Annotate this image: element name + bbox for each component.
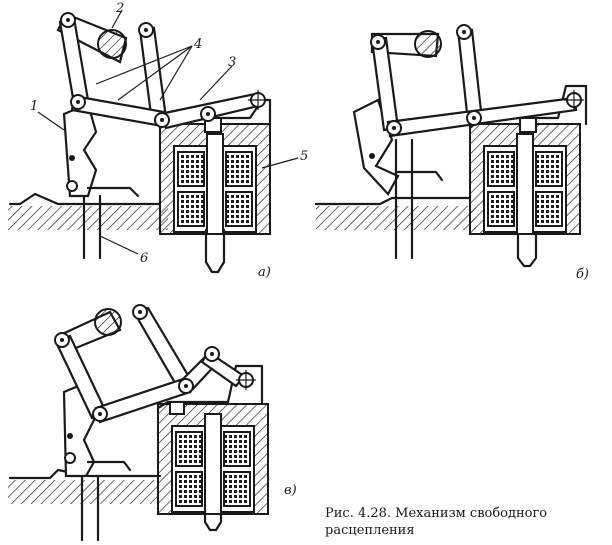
base-left-a <box>8 192 162 206</box>
electromagnet-a <box>159 123 271 235</box>
right-vertical-link-b <box>456 28 484 124</box>
shaft-6-b <box>394 138 414 260</box>
panel-label-c: в) <box>284 483 297 498</box>
shaft-6-c <box>80 474 100 542</box>
panel-c: в) <box>8 304 297 542</box>
latch-b <box>394 170 444 182</box>
base-left-b <box>314 196 472 206</box>
label-1: 1 <box>30 99 38 114</box>
label-5: 5 <box>300 149 308 164</box>
base-left-c <box>8 468 162 480</box>
electromagnet-b <box>469 123 581 235</box>
bolt-head-b <box>519 117 537 133</box>
caption-line-2: расцепления <box>325 523 415 538</box>
eccentric-2-b <box>414 30 442 58</box>
armature-plunger-c <box>203 508 223 532</box>
label-4: 4 <box>193 37 202 52</box>
label-6: 6 <box>140 251 148 266</box>
figure-caption: Рис. 4.28. Механизм свободного расцеплен… <box>325 505 610 539</box>
panel-b: б) <box>314 24 589 282</box>
shaft-6-a <box>82 194 102 260</box>
armature-plunger-b <box>516 232 538 268</box>
electromagnet-c <box>157 403 269 515</box>
eccentric-2-a <box>97 29 127 59</box>
caption-line-1: Рис. 4.28. Механизм свободного <box>325 506 548 521</box>
base-hatch-a <box>8 206 168 230</box>
label-3: 3 <box>228 55 236 70</box>
pin-a1 <box>69 155 75 161</box>
panel-a: 2 4 3 1 5 6 а) <box>8 1 308 280</box>
right-vertical-link-c <box>132 306 194 390</box>
latch-a <box>86 186 140 198</box>
latch-c <box>86 460 132 472</box>
panel-label-b: б) <box>576 267 589 282</box>
panel-label-a: а) <box>258 265 271 280</box>
eccentric-2-c <box>94 308 122 336</box>
armature-plunger-a <box>204 228 226 274</box>
label-2: 2 <box>115 1 124 16</box>
pin-a2 <box>66 180 78 192</box>
